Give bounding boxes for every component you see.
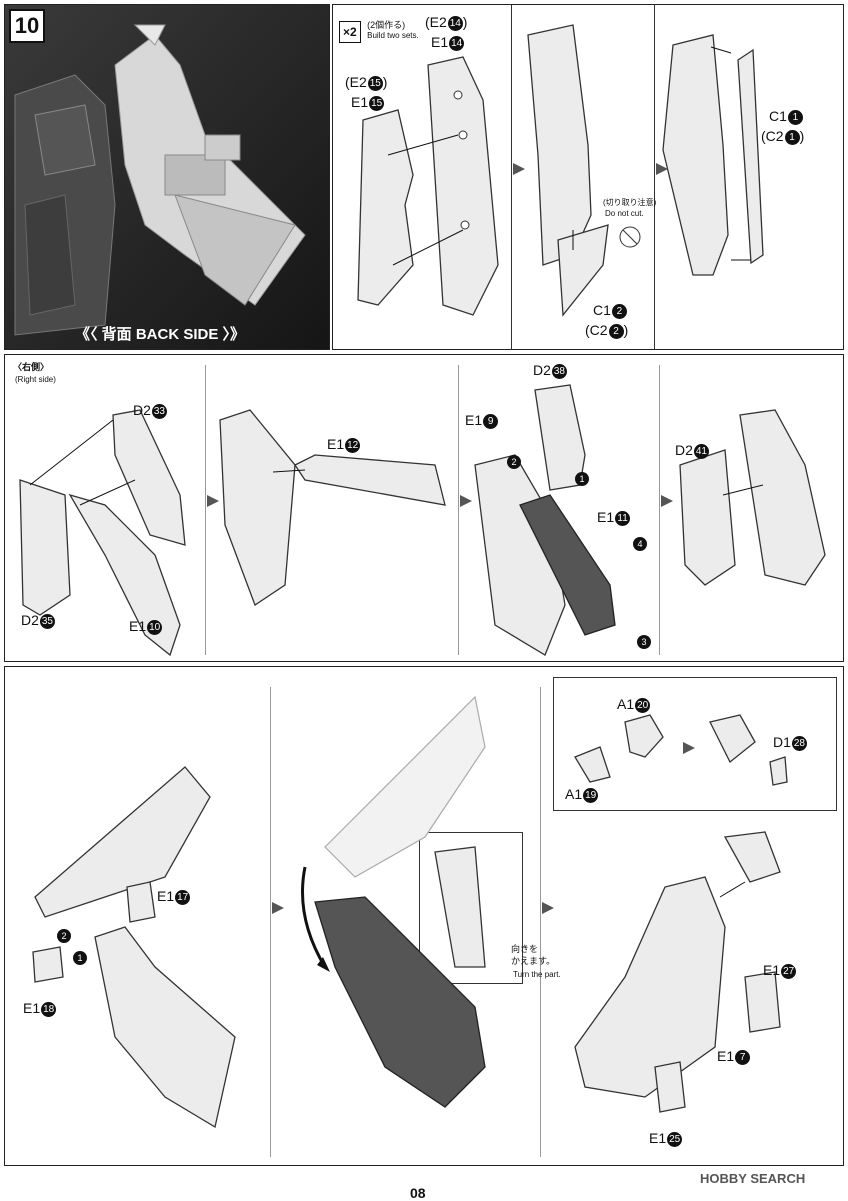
page-number: 08 (410, 1185, 426, 1201)
turn-inset-box (419, 832, 523, 984)
top-divider-2 (654, 5, 655, 349)
back-side-caption: 《〈 背面 BACK SIDE 〉》 (75, 326, 246, 343)
top-parts-diagram (357, 24, 764, 317)
right-side-en: (Right side) (15, 375, 56, 384)
mid-step-3: 3 (637, 633, 651, 649)
watermark: HOBBY SEARCH (700, 1171, 806, 1186)
bottom-parts-diagram (32, 695, 788, 1129)
multiplier-badge: ×2 (339, 21, 361, 43)
mid-divider-2 (458, 365, 459, 655)
mid-step-1: 1 (575, 470, 589, 486)
bot-divider-2 (540, 687, 541, 1157)
turn-part-jp-1: 向きを (511, 944, 539, 954)
build-two-jp: (2個作る) (367, 20, 406, 30)
mid-step-4: 4 (633, 535, 647, 551)
do-not-cut-jp: (切り取り注意) (603, 198, 657, 207)
step-number-badge: 10 (9, 9, 45, 43)
build-two-en: Build two sets. (367, 31, 419, 40)
build-two-box: ×2 (2個作る) Build two sets. (339, 21, 419, 47)
right-side-jp: 〈右側〉 (13, 362, 50, 372)
top-divider-1 (511, 5, 512, 349)
mid-step-2: 2 (507, 453, 521, 469)
subassembly-box (553, 677, 837, 811)
middle-parts-diagram (19, 384, 826, 657)
mid-divider-1 (205, 365, 206, 655)
back-side-photo (5, 5, 329, 349)
step-photo-panel: 10 《〈 背面 BACK SIDE 〉》 (4, 4, 330, 350)
bot-step-1: 1 (73, 949, 87, 965)
bot-divider-1 (270, 687, 271, 1157)
do-not-cut-en: Do not cut. (605, 209, 644, 218)
turn-part-jp-2: かえます。 (511, 956, 556, 966)
mid-divider-3 (659, 365, 660, 655)
turn-part-en: Turn the part. (513, 970, 561, 979)
bot-step-2: 2 (57, 927, 71, 943)
